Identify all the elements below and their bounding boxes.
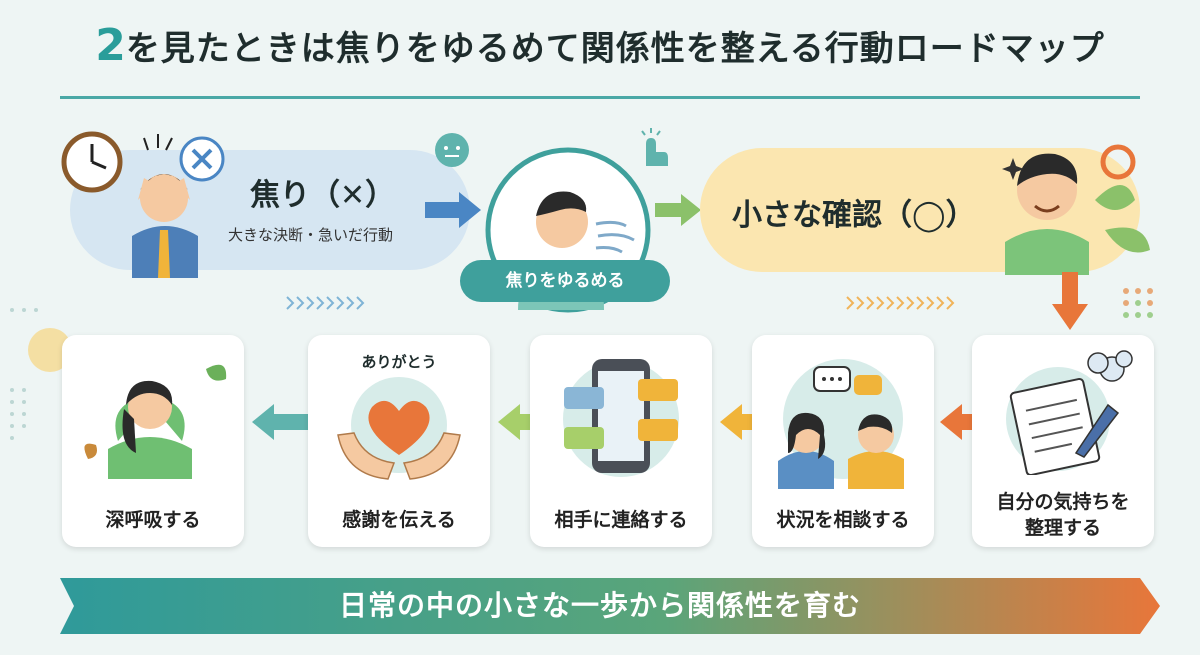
step-label: 深呼吸する [105, 509, 201, 531]
step-label: 感謝を伝える [342, 509, 456, 531]
stress-icon [143, 134, 173, 151]
dot-pattern-right [1123, 288, 1153, 318]
arrow-left-icon [252, 404, 308, 440]
clock-icon [61, 131, 123, 193]
ring-icon [1100, 144, 1136, 180]
title-text: を見たときは焦りをゆるめて関係性を整える行動ロードマップ [125, 29, 1105, 69]
arrow-left-icon [498, 404, 554, 440]
arrow-right-icon [425, 192, 481, 228]
relax-label: 焦りをゆるめる [460, 260, 670, 302]
heart-hands-illustration [337, 377, 461, 480]
sparkle-icon [1002, 158, 1024, 180]
face-bubble-icon [435, 133, 469, 167]
arrow-right-icon [655, 194, 701, 226]
consultation-illustration [778, 359, 904, 489]
title-divider [60, 96, 1140, 99]
stressed-person-illustration [61, 131, 198, 278]
journal-illustration [1006, 350, 1133, 475]
page-title: 2を見たときは焦りをゆるめて関係性を整える行動ロードマップ [0, 20, 1200, 90]
anxiety-title: 焦り（✕） [250, 178, 396, 213]
breeze-icon [595, 220, 635, 254]
anxiety-subtitle: 大きな決断・急いだ行動 [228, 226, 394, 244]
step-card-gratitude: ありがとう 感謝を伝える [308, 335, 490, 547]
step-card-consult: 状況を相談する [752, 335, 934, 547]
thought-cloud-icon [1087, 350, 1133, 382]
dot-pattern-left [10, 308, 70, 440]
small-check-title: 小さな確認（◯） [732, 198, 976, 233]
step-label: 状況を相談する [776, 509, 910, 531]
banner-text: 日常の中の小さな一歩から関係性を育む [338, 589, 861, 622]
chevron-row-icon [846, 296, 955, 310]
leaf-icon [206, 364, 227, 381]
tap-icon [641, 128, 668, 166]
chevron-row-icon [286, 296, 365, 310]
cross-icon [179, 136, 225, 182]
thanks-sign: ありがとう [361, 353, 437, 371]
deep-breath-illustration [84, 364, 227, 479]
arrow-down-icon [1052, 272, 1088, 330]
step-card-deep-breath: 深呼吸する [62, 335, 244, 547]
step-label-line1: 自分の気持ちを [996, 491, 1130, 513]
step-card-sort-feelings: 自分の気持ちを 整理する [972, 335, 1154, 547]
step-label-line2: 整理する [1024, 517, 1101, 539]
smiling-person-illustration [1002, 144, 1150, 275]
notepad-icon [1009, 377, 1101, 475]
step-label: 相手に連絡する [554, 509, 688, 531]
chat-bubble-icon [813, 366, 882, 395]
phone-chat-illustration [563, 359, 679, 477]
arrow-left-icon [940, 404, 996, 440]
step-card-contact: 相手に連絡する [530, 335, 712, 547]
title-number: 2 [95, 20, 126, 71]
bottom-banner [60, 578, 1160, 634]
heart-icon [368, 400, 430, 455]
chat-bubble-icon [564, 379, 678, 449]
arrow-left-icon [720, 404, 776, 440]
